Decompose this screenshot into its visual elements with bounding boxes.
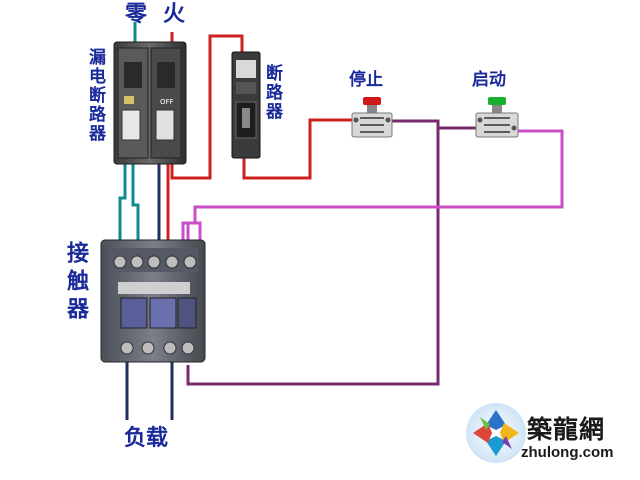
logo-url: zhulong.com [521,444,614,461]
label-stop: 停止 [349,70,383,90]
circuit-breaker [231,51,261,159]
wire-magenta-loop [181,221,202,245]
stop-button [351,97,393,138]
label-neutral: 零 [125,2,148,27]
wire-red-to-stop [242,118,352,180]
label-load: 负载 [124,426,169,451]
start-button [475,97,519,138]
contactor [100,239,206,363]
logo-text: 築龍網 [527,415,606,444]
svg-text:OFF: OFF [160,98,174,106]
label-breaker: 断路器 [262,64,282,121]
leakage-breaker: OFF [113,41,187,165]
label-contactor: 接触器 [63,241,88,325]
wire-purple-aux [186,128,440,386]
label-leakage-breaker: 漏电断路器 [85,48,105,143]
wire-teal-l1 [118,160,127,240]
wire-purple-stop-start [390,119,478,130]
wire-teal-l2 [131,160,140,240]
label-live: 火 [163,2,186,27]
zhulong-logo-icon [466,403,526,463]
label-start: 启动 [472,70,506,90]
wire-red-to-breaker [170,34,244,180]
